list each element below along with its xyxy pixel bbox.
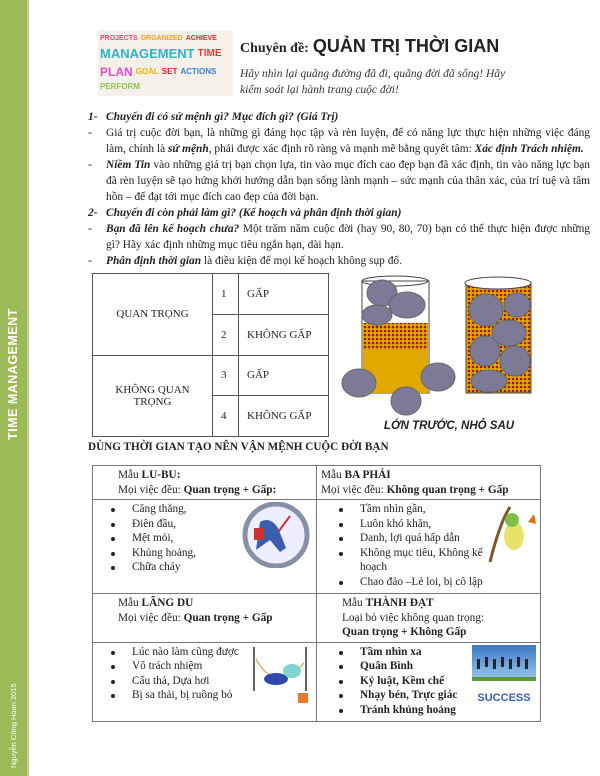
chasing-carrot-illustration: [488, 506, 536, 563]
group-not-important: KHÔNG QUAN TRỌNG: [92, 354, 213, 437]
paragraph: -Phân định thời gian là điều kiện để mọi…: [88, 255, 402, 267]
document-body: 1-Chuyến đi có sứ mệnh gì? Mục đích gì? …: [88, 109, 590, 269]
topic-label: Chuyên đề:: [240, 41, 309, 56]
list-item: Tầm nhìn xa: [335, 645, 470, 660]
success-jumping-people-image: SUCCESS: [472, 644, 536, 704]
paragraph: -Giá trị cuộc đời bạn, là những gì đáng …: [88, 127, 590, 155]
list-item: Tầm nhìn gần,: [335, 502, 484, 517]
list-item: Chao đảo –Lẻ loi, bị cô lập: [335, 575, 484, 590]
section-1-heading: 1-Chuyến đi có sứ mệnh gì? Mục đích gì? …: [88, 111, 339, 123]
list-item: Tránh khủng hoảng: [335, 703, 470, 718]
list-item: Điên đầu,: [107, 517, 238, 532]
paragraph: -Bạn đã lên kế hoạch chưa? Một trăm năm …: [88, 223, 590, 251]
model-items: Căng thẳng,Điên đầu,Mệt mỏi,Khủng hoảng,…: [92, 499, 317, 594]
success-logo-text: SUCCESS: [477, 692, 530, 704]
list-item: Nhạy bén, Trực giác: [335, 688, 470, 703]
list-item: Lúc nào làm cũng được: [107, 645, 248, 660]
model-header: Mẫu LU-BU:Mọi việc đều: Quan trọng + Gấp…: [92, 465, 317, 500]
paragraph: -Niềm Tin vào những giá trị bạn chọn lựa…: [88, 159, 590, 203]
model-items: Tầm nhìn gần,Luôn khó khăn,Danh, lợi quá…: [316, 499, 541, 594]
matrix-cell: KHÔNG GẤP: [238, 313, 329, 356]
subtitle: Hãy nhìn lại quãng đường đã đi, quãng đờ…: [240, 68, 506, 96]
jars-figure: LỚN TRƯỚC, NHỎ SAU: [339, 273, 559, 437]
time-management-word-cloud-logo: PROJECTS ORGANIZED ACHIEVE MANAGEMENT TI…: [98, 30, 233, 96]
sidebar-title: TIME MANAGEMENT: [6, 308, 20, 440]
list-item: Danh, lợi quá hấp dẫn: [335, 531, 484, 546]
document-header: Chuyên đề:QUẢN TRỊ THỜI GIAN: [240, 36, 499, 57]
section-3-heading: DÙNG THỜI GIAN TẠO NÊN VẬN MỆNH CUỘC ĐỜI…: [88, 441, 389, 453]
list-item: Mệt mỏi,: [107, 531, 238, 546]
list-item: Luôn khó khăn,: [335, 517, 484, 532]
matrix-cell: GẤP: [238, 354, 329, 397]
list-item: Quân Bình: [335, 659, 470, 674]
list-item: Căng thẳng,: [107, 502, 238, 517]
page-title: QUẢN TRỊ THỜI GIAN: [312, 36, 500, 56]
list-item: Không mục tiêu, Không kế hoạch: [335, 546, 484, 575]
matrix-cell: KHÔNG GẤP: [238, 395, 329, 437]
main-content: 1-Chuyến đi có sứ mệnh gì? Mục đích gì? …: [88, 0, 590, 742]
section-2-heading: 2-Chuyến đi còn phải làm gì? (Kế hoạch v…: [88, 207, 402, 219]
group-important: QUAN TRỌNG: [92, 273, 213, 356]
hammock-illustration: [253, 646, 308, 703]
jars-caption: LỚN TRƯỚC, NHỎ SAU: [383, 420, 515, 432]
rocks-in-jars-illustration: [341, 275, 532, 416]
list-item: Vô trách nhiệm: [107, 659, 248, 674]
time-models-table: Mẫu LU-BU:Mọi việc đều: Quan trọng + Gấp…: [92, 465, 541, 722]
list-item: Chữa cháy: [107, 560, 238, 575]
list-item: Kỷ luật, Kềm chế: [335, 674, 470, 689]
list-item: Bị sa thải, bị ruồng bỏ: [107, 688, 248, 703]
running-clock-illustration: [242, 502, 310, 568]
list-item: Cẩu thả, Dựa hơi: [107, 674, 248, 689]
sidebar: TIME MANAGEMENT Nguyễn Công Hoan 2015: [0, 0, 29, 776]
list-item: Khủng hoảng,: [107, 546, 238, 561]
matrix-cell: GẤP: [238, 273, 329, 315]
sidebar-author: Nguyễn Công Hoan 2015: [9, 683, 18, 768]
